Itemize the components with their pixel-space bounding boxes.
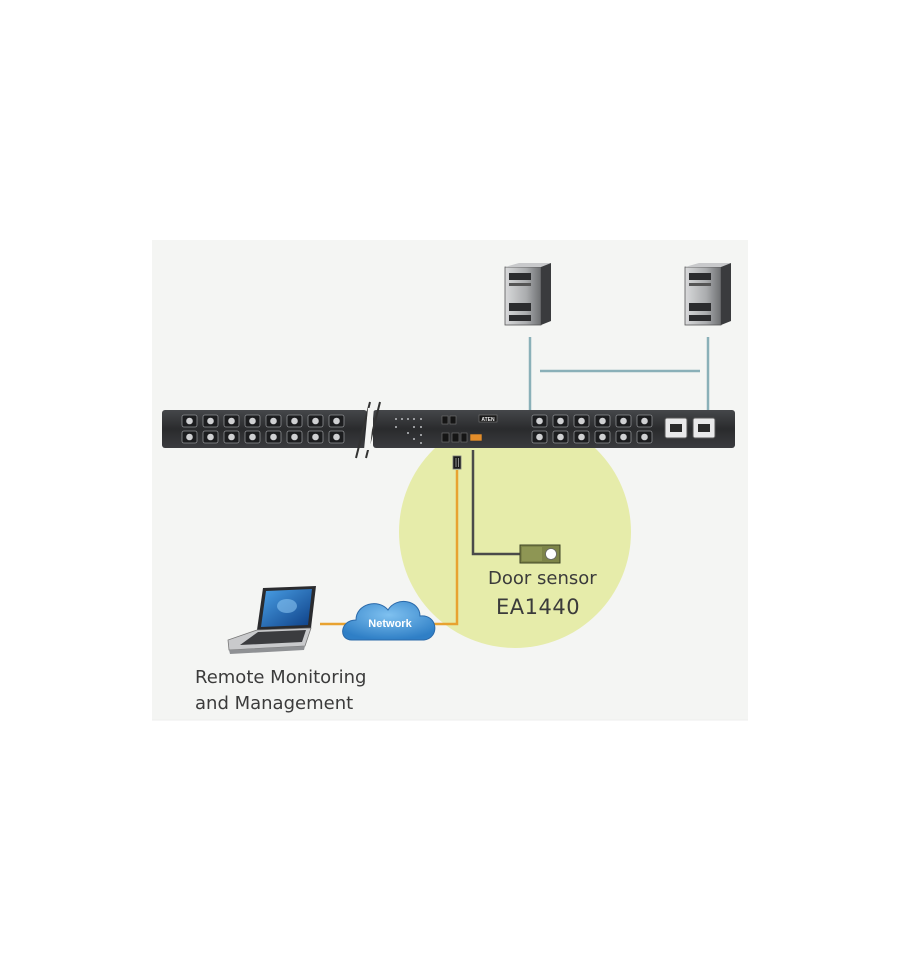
outlet-socket-icon — [186, 433, 193, 441]
outlet-socket-icon — [207, 433, 214, 441]
outlet-socket-icon — [578, 417, 585, 425]
outlet-socket-icon — [312, 433, 319, 441]
port-icon — [449, 415, 457, 425]
outlet-socket-icon — [333, 433, 340, 441]
cloud-icon: Network — [342, 601, 436, 641]
large-outlet-socket-icon — [698, 424, 710, 432]
door-sensor-label: Door sensor — [488, 568, 597, 589]
network-plug-icon — [452, 455, 462, 470]
outlet-socket-icon — [620, 433, 627, 441]
outlet-socket-icon — [578, 433, 585, 441]
outlet-socket-icon — [312, 417, 319, 425]
model-label: EA1440 — [496, 595, 581, 619]
port-icon — [460, 432, 468, 443]
server-tower-icon — [684, 263, 731, 326]
outlet-socket-icon — [270, 433, 277, 441]
brand-badge — [478, 414, 498, 423]
outlet-socket-icon — [186, 417, 193, 425]
outlet-socket-icon — [536, 417, 543, 425]
outlet-group-right — [531, 414, 716, 444]
server-tower-icon — [504, 263, 551, 326]
port-icon — [441, 432, 450, 443]
remote-monitoring-label-line1: Remote Monitoring — [195, 667, 367, 688]
outlet-socket-icon — [641, 433, 648, 441]
port-icon — [451, 432, 460, 443]
outlet-socket-icon — [641, 417, 648, 425]
port-icon — [441, 415, 449, 425]
outlet-socket-icon — [536, 433, 543, 441]
outlet-group-left — [181, 414, 345, 444]
outlet-socket-icon — [270, 417, 277, 425]
outlet-socket-icon — [228, 433, 235, 441]
outlet-socket-icon — [207, 417, 214, 425]
outlet-socket-icon — [333, 417, 340, 425]
remote-monitoring-label-line2: and Management — [195, 693, 354, 714]
server-link-lines — [528, 337, 710, 412]
orange-port-icon — [469, 433, 483, 442]
outlet-socket-icon — [599, 417, 606, 425]
brand-logo-text: ATEN — [481, 417, 495, 423]
outlet-socket-icon — [620, 417, 627, 425]
outlet-socket-icon — [249, 417, 256, 425]
outlet-socket-icon — [599, 433, 606, 441]
outlet-socket-icon — [291, 417, 298, 425]
laptop-icon — [227, 586, 316, 654]
pdu-control-panel: ATEN — [395, 414, 498, 444]
pdu-unit: ATEN — [162, 401, 735, 459]
outlet-socket-icon — [291, 433, 298, 441]
network-label: Network — [368, 618, 412, 630]
large-outlet-socket-icon — [670, 424, 682, 432]
outlet-socket-icon — [557, 417, 564, 425]
door-sensor-icon — [519, 544, 561, 564]
outlet-socket-icon — [557, 433, 564, 441]
outlet-socket-icon — [228, 417, 235, 425]
sensor-cable — [471, 450, 520, 556]
outlet-socket-icon — [249, 433, 256, 441]
